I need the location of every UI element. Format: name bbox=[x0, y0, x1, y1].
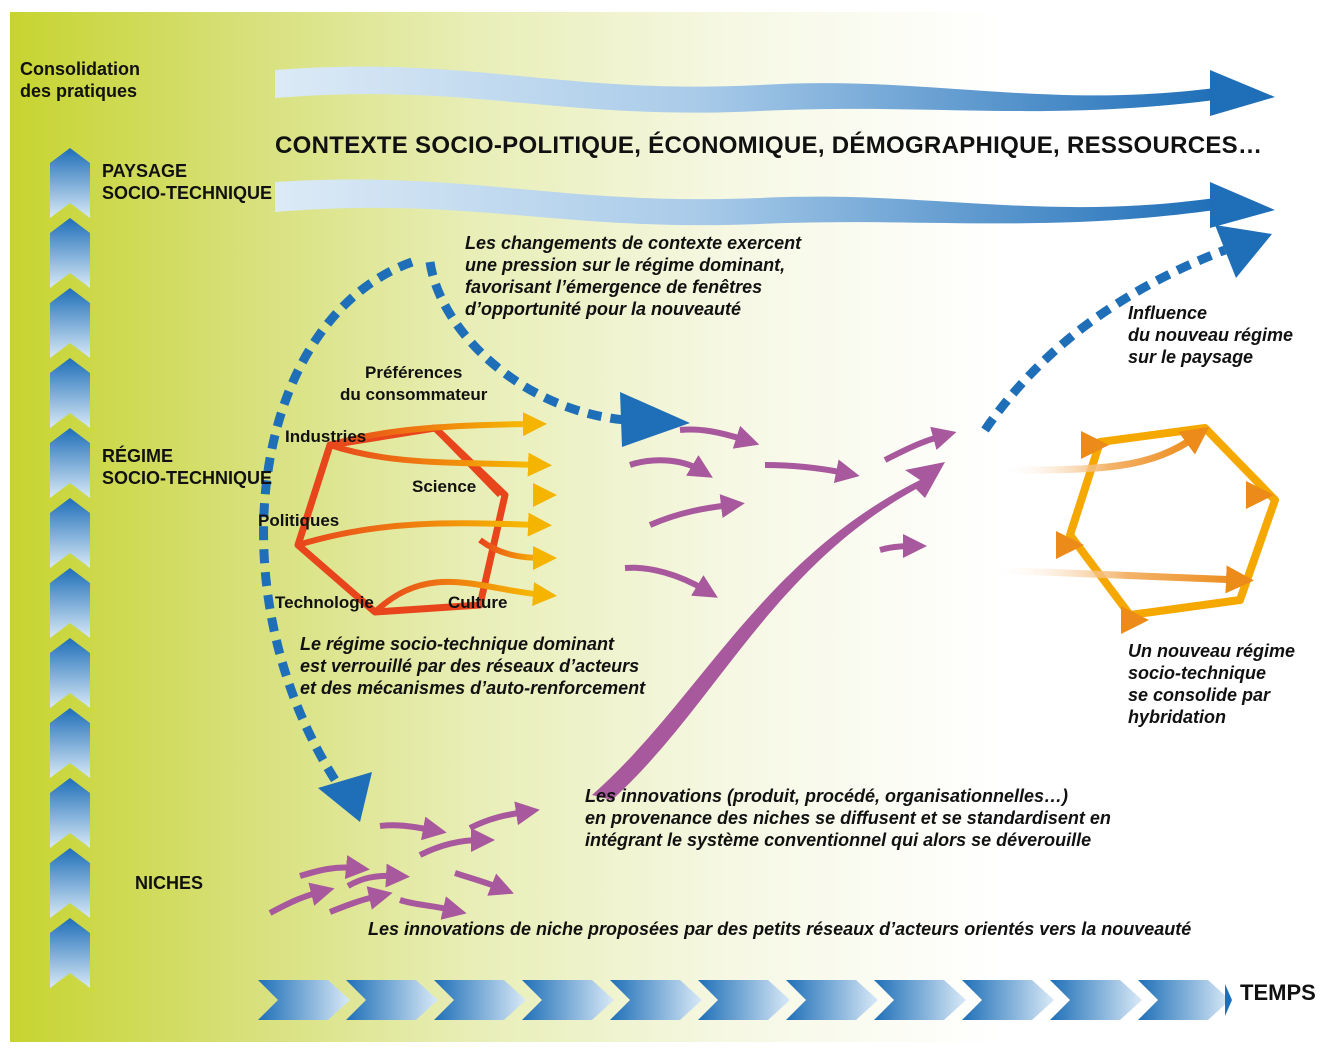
up-chevron bbox=[50, 568, 90, 638]
time-chevron bbox=[962, 980, 1054, 1020]
influence-annotation: Influence du nouveau régime sur le paysa… bbox=[1128, 303, 1294, 367]
time-chevron bbox=[610, 980, 702, 1020]
regime-label: RÉGIME SOCIO-TECHNIQUE bbox=[102, 446, 273, 488]
time-label: TEMPS bbox=[1240, 980, 1316, 1005]
node-science: Science bbox=[412, 477, 477, 496]
time-chevron bbox=[434, 980, 526, 1020]
up-chevron bbox=[50, 848, 90, 918]
innovation-arrow bbox=[648, 494, 745, 528]
time-chevron bbox=[346, 980, 438, 1020]
up-chevron bbox=[50, 218, 90, 288]
time-chevron bbox=[786, 980, 878, 1020]
new-regime-arrow bbox=[989, 565, 1254, 594]
innovation-arrow bbox=[418, 828, 495, 858]
pressure-arrowhead-regime bbox=[620, 392, 690, 447]
diffusion-annotation: Les innovations (produit, procédé, organ… bbox=[585, 786, 1111, 850]
pressure-arrowhead-niches bbox=[318, 772, 372, 822]
up-chevron bbox=[50, 288, 90, 358]
context-band-bottom bbox=[275, 179, 1275, 228]
up-chevron bbox=[50, 708, 90, 778]
node-technologie: Technologie bbox=[275, 593, 374, 612]
up-chevron bbox=[50, 498, 90, 568]
time-chevron bbox=[522, 980, 614, 1020]
influence-dashed-arrow bbox=[981, 245, 1227, 433]
innovation-arrow bbox=[454, 870, 514, 896]
up-chevron bbox=[50, 358, 90, 428]
time-chevron bbox=[1138, 980, 1230, 1020]
innovation-arrows bbox=[268, 425, 957, 920]
context-pressure-annotation: Les changements de contexte exercent une… bbox=[465, 233, 802, 319]
up-chevron bbox=[50, 778, 90, 848]
up-chevron bbox=[50, 918, 90, 988]
time-chevron bbox=[698, 980, 790, 1020]
up-chevron bbox=[50, 638, 90, 708]
pressure-dashed-arrows bbox=[259, 257, 626, 798]
paysage-label: PAYSAGE SOCIO-TECHNIQUE bbox=[102, 161, 273, 203]
time-chevron bbox=[1050, 980, 1142, 1020]
node-preferences: Préférences du consommateur bbox=[340, 363, 488, 404]
innovation-arrow bbox=[399, 896, 467, 920]
new-regime-arrows bbox=[940, 426, 1274, 634]
innovation-arrow bbox=[328, 886, 393, 915]
new-regime-annotation: Un nouveau régime socio-technique se con… bbox=[1128, 641, 1296, 727]
context-band-top bbox=[275, 66, 1275, 116]
node-culture: Culture bbox=[448, 593, 508, 612]
regime-arrows bbox=[297, 412, 557, 615]
time-chevron bbox=[874, 980, 966, 1020]
regime-arrow bbox=[372, 578, 557, 615]
locked-regime-annotation: Le régime socio-technique dominant est v… bbox=[300, 634, 646, 698]
innovation-arrow bbox=[629, 455, 713, 478]
node-industries: Industries bbox=[285, 427, 367, 446]
node-politiques: Politiques bbox=[258, 511, 340, 530]
regime-arrow bbox=[329, 412, 547, 448]
big-innovation-arrow bbox=[592, 462, 945, 800]
up-chevron bbox=[50, 148, 90, 218]
up-chevron bbox=[50, 428, 90, 498]
new-regime-hexagon bbox=[1066, 424, 1279, 619]
context-title: CONTEXTE SOCIO-POLITIQUE, ÉCONOMIQUE, DÉ… bbox=[275, 132, 1263, 159]
time-chevron bbox=[258, 980, 350, 1020]
consolidation-chevrons bbox=[50, 148, 90, 988]
innovation-arrow bbox=[346, 863, 410, 889]
innovation-arrow bbox=[883, 426, 957, 463]
innovation-arrow bbox=[624, 564, 718, 598]
innovation-arrow bbox=[299, 855, 370, 880]
niche-innovations-annotation: Les innovations de niche proposées par d… bbox=[368, 919, 1192, 939]
innovation-arrow bbox=[268, 882, 335, 916]
new-regime-arrow bbox=[999, 426, 1210, 474]
influence-arrowhead bbox=[1215, 225, 1272, 278]
regime-arrow bbox=[478, 537, 557, 570]
background-gradient bbox=[10, 12, 1330, 1042]
time-chevrons bbox=[258, 980, 1232, 1020]
time-chevron-tip bbox=[1225, 984, 1232, 1016]
regime-arrow bbox=[297, 512, 552, 548]
regime-arrow bbox=[329, 442, 552, 477]
innovation-arrow bbox=[679, 425, 760, 449]
innovation-arrow bbox=[379, 816, 447, 841]
niches-label: NICHES bbox=[135, 873, 204, 893]
consolidation-label: Consolidation des pratiques bbox=[20, 59, 140, 101]
innovation-arrow bbox=[764, 459, 860, 484]
innovation-arrow bbox=[468, 801, 540, 831]
innovation-arrow bbox=[879, 534, 927, 559]
